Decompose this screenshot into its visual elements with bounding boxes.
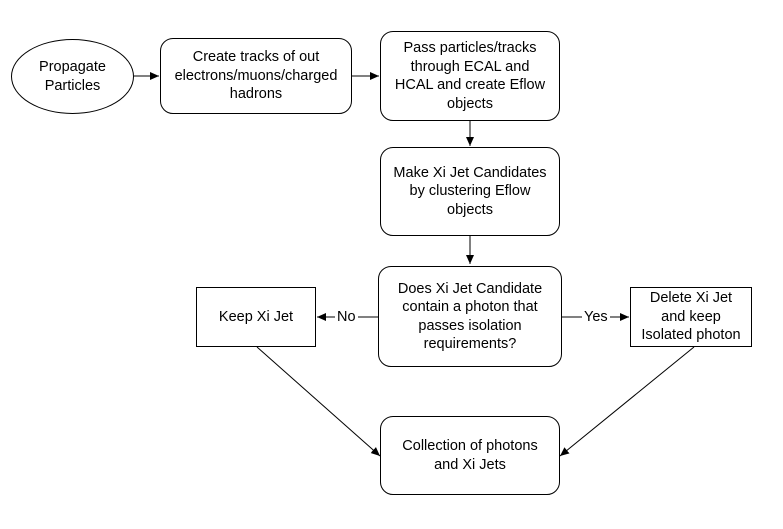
node-delete-xi-jet: Delete Xi Jet and keep Isolated photon (630, 287, 752, 347)
node-create-tracks: Create tracks of out electrons/muons/cha… (160, 38, 352, 114)
edge-delete-jet-to-collection (559, 346, 695, 457)
node-make-candidates-label: Make Xi Jet Candidates by clustering Efl… (393, 164, 547, 218)
node-propagate-particles-label: Propagate Particles (39, 59, 106, 94)
node-propagate-particles: Propagate Particles (11, 39, 134, 114)
edge-keep-jet-to-collection (256, 346, 381, 457)
node-create-tracks-label: Create tracks of out electrons/muons/cha… (174, 49, 338, 103)
node-keep-xi-jet-label: Keep Xi Jet (218, 308, 294, 325)
edge-label-yes: Yes (582, 309, 610, 325)
node-make-candidates: Make Xi Jet Candidates by clustering Efl… (380, 147, 560, 236)
edge-label-no: No (335, 309, 358, 325)
node-collection: Collection of photons and Xi Jets (380, 416, 560, 495)
node-pass-particles: Pass particles/tracks through ECAL and H… (380, 31, 560, 121)
node-keep-xi-jet: Keep Xi Jet (196, 287, 316, 347)
node-collection-label: Collection of photons and Xi Jets (402, 438, 538, 473)
node-decision-label: Does Xi Jet Candidate contain a photon t… (397, 280, 543, 353)
node-delete-xi-jet-label: Delete Xi Jet and keep Isolated photon (641, 290, 741, 344)
node-decision: Does Xi Jet Candidate contain a photon t… (378, 266, 562, 367)
node-pass-particles-label: Pass particles/tracks through ECAL and H… (394, 40, 546, 112)
